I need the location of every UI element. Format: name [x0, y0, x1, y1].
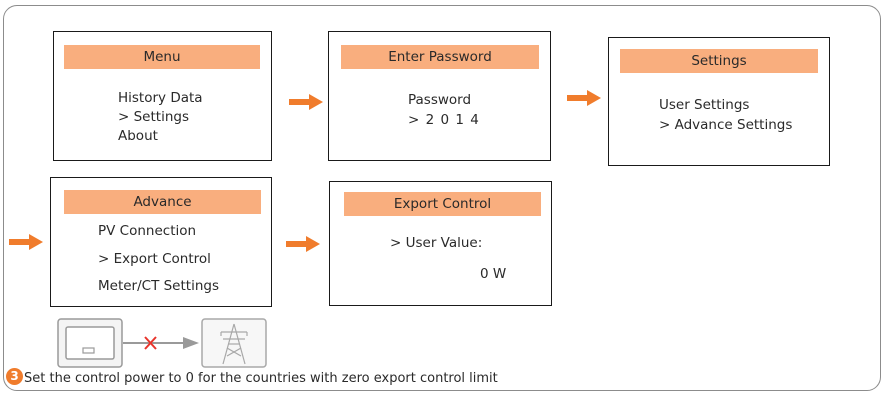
advance-pv: PV Connection — [98, 223, 197, 239]
settings-advance: > Advance Settings — [659, 117, 793, 133]
advance-meter: Meter/CT Settings — [98, 278, 219, 294]
diagram-frame — [3, 5, 881, 391]
settings-title: Settings — [620, 49, 818, 73]
menu-screen: Menu History Data > Settings About — [53, 31, 272, 161]
advance-export: > Export Control — [98, 251, 211, 267]
arrow-right-icon — [567, 90, 601, 106]
password-screen: Enter Password Password > 2 0 1 4 — [328, 31, 551, 161]
step-caption: Set the control power to 0 for the count… — [24, 371, 498, 386]
settings-screen: Settings User Settings > Advance Setting… — [608, 37, 830, 166]
advance-screen: Advance PV Connection > Export Control M… — [50, 177, 272, 307]
export-user-value-label: > User Value: — [390, 235, 483, 251]
export-control-screen: Export Control > User Value: 0 W — [329, 181, 552, 306]
password-value: > 2 0 1 4 — [408, 112, 480, 128]
export-user-value: 0 W — [480, 266, 507, 282]
step-number-badge: 3 — [6, 368, 23, 385]
advance-title: Advance — [64, 190, 261, 214]
password-title: Enter Password — [341, 45, 539, 69]
menu-item-history: History Data — [118, 90, 203, 106]
arrow-right-icon — [9, 234, 43, 250]
menu-item-settings: > Settings — [118, 109, 189, 125]
settings-user: User Settings — [659, 97, 750, 113]
export-title: Export Control — [344, 192, 541, 216]
menu-item-about: About — [118, 128, 158, 144]
power-tower-icon — [201, 318, 267, 368]
blocked-arrow-icon — [123, 336, 199, 350]
password-label: Password — [408, 92, 472, 108]
arrow-right-icon — [289, 94, 323, 110]
arrow-right-icon — [286, 236, 320, 252]
menu-title: Menu — [64, 45, 260, 69]
inverter-icon — [57, 318, 123, 368]
